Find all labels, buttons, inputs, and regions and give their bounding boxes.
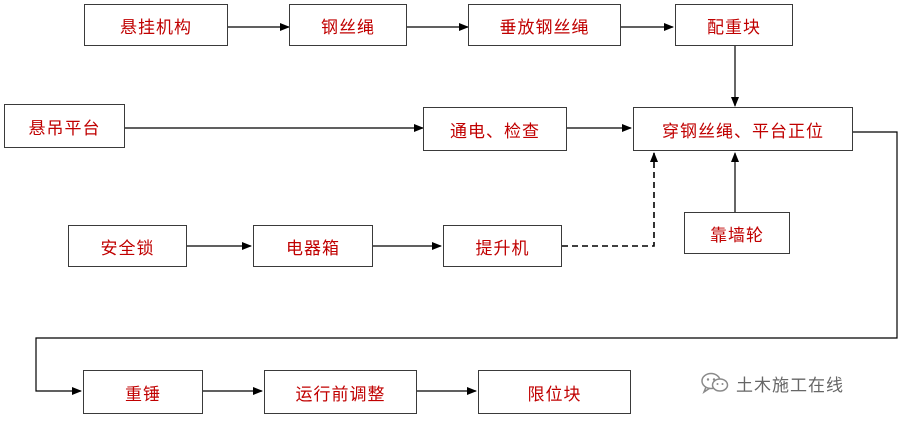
node-counterweight: 配重块	[675, 4, 793, 46]
node-suspension-mechanism: 悬挂机构	[84, 4, 228, 46]
node-hang-steel-rope: 垂放钢丝绳	[468, 4, 621, 46]
node-label: 运行前调整	[295, 384, 386, 405]
watermark: 土木施工在线	[700, 366, 890, 400]
node-hoist: 提升机	[443, 225, 562, 267]
node-label: 配重块	[707, 17, 761, 38]
node-label: 提升机	[475, 238, 530, 259]
node-heavy-hammer: 重锤	[83, 370, 203, 414]
node-label: 重锤	[125, 384, 161, 405]
node-suspended-platform: 悬吊平台	[4, 104, 125, 148]
node-limit-block: 限位块	[478, 370, 631, 414]
node-pre-run-adjust: 运行前调整	[264, 370, 417, 414]
node-steel-rope: 钢丝绳	[289, 4, 407, 46]
node-label: 电器箱	[286, 238, 340, 259]
node-safety-lock: 安全锁	[68, 225, 187, 267]
node-electrical-box: 电器箱	[253, 225, 373, 267]
node-wall-wheel: 靠墙轮	[684, 212, 790, 254]
node-label: 靠墙轮	[710, 225, 764, 246]
wechat-icon	[701, 372, 729, 394]
node-label: 穿钢丝绳、平台正位	[662, 121, 824, 142]
watermark-text: 土木施工在线	[736, 375, 844, 396]
node-label: 限位块	[527, 384, 582, 405]
node-power-check: 通电、检查	[423, 107, 567, 151]
arrow-thread-to-heavy-hammer	[35, 131, 898, 395]
node-label: 悬挂机构	[120, 17, 192, 38]
node-label: 通电、检查	[450, 121, 540, 142]
node-thread-rope-position: 穿钢丝绳、平台正位	[633, 107, 853, 151]
node-label: 安全锁	[100, 238, 155, 259]
arrow-hoist-to-thread-dashed	[562, 152, 658, 247]
node-label: 钢丝绳	[321, 17, 375, 38]
node-label: 悬吊平台	[28, 118, 101, 139]
node-label: 垂放钢丝绳	[499, 17, 590, 38]
